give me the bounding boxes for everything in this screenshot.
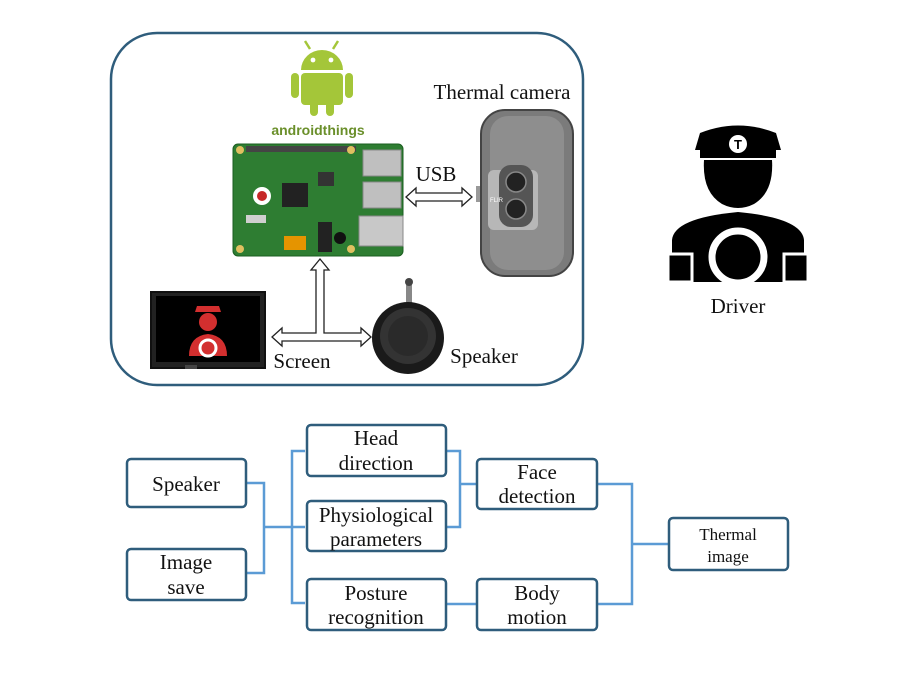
- box-thermal-image: Thermal image: [667, 516, 790, 572]
- androidthings-wordmark: androidthings: [271, 122, 365, 138]
- svg-text:recognition: recognition: [328, 605, 424, 629]
- speaker-label: Speaker: [450, 344, 518, 368]
- box-body-motion: Body motion: [475, 577, 599, 632]
- thermal-camera-device: FLIR: [476, 109, 574, 277]
- screen-device: [150, 291, 266, 369]
- box-physiological-parameters: Physiological parameters: [305, 499, 448, 553]
- svg-text:Physiological: Physiological: [319, 503, 433, 527]
- usb-arrow: [405, 186, 473, 208]
- svg-text:detection: detection: [499, 484, 576, 508]
- box-posture-recognition: Posture recognition: [305, 577, 448, 632]
- driver-on-screen-icon: [189, 306, 227, 358]
- usb-label: USB: [416, 162, 457, 186]
- screen-label: Screen: [273, 349, 331, 373]
- svg-text:Image: Image: [160, 550, 212, 574]
- box-speaker: Speaker: [125, 457, 248, 509]
- svg-text:save: save: [167, 575, 204, 599]
- svg-text:direction: direction: [339, 451, 414, 475]
- svg-text:parameters: parameters: [330, 527, 422, 551]
- svg-text:motion: motion: [507, 605, 567, 629]
- board-screen-speaker-arrow: [271, 257, 372, 348]
- thermal-camera-label: Thermal camera: [434, 80, 572, 104]
- speaker-device: [372, 278, 444, 374]
- raspberry-pi-board: [232, 143, 404, 257]
- svg-text:Head: Head: [354, 426, 399, 450]
- driver-icon: T: [666, 125, 810, 287]
- hardware-frame: [109, 31, 585, 387]
- svg-text:Face: Face: [517, 460, 557, 484]
- box-head-direction: Head direction: [305, 423, 448, 478]
- svg-text:Posture: Posture: [345, 581, 408, 605]
- svg-text:Body: Body: [514, 581, 560, 605]
- svg-text:Thermal: Thermal: [699, 525, 757, 544]
- svg-text:Speaker: Speaker: [152, 472, 220, 496]
- driver-label: Driver: [711, 294, 766, 318]
- svg-text:T: T: [734, 137, 742, 152]
- flir-logo: FLIR: [490, 198, 504, 204]
- android-logo-icon: [291, 40, 353, 116]
- box-image-save: Image save: [125, 547, 248, 602]
- svg-text:image: image: [707, 547, 749, 566]
- box-face-detection: Face detection: [475, 457, 599, 511]
- flow-connectors: [246, 449, 669, 606]
